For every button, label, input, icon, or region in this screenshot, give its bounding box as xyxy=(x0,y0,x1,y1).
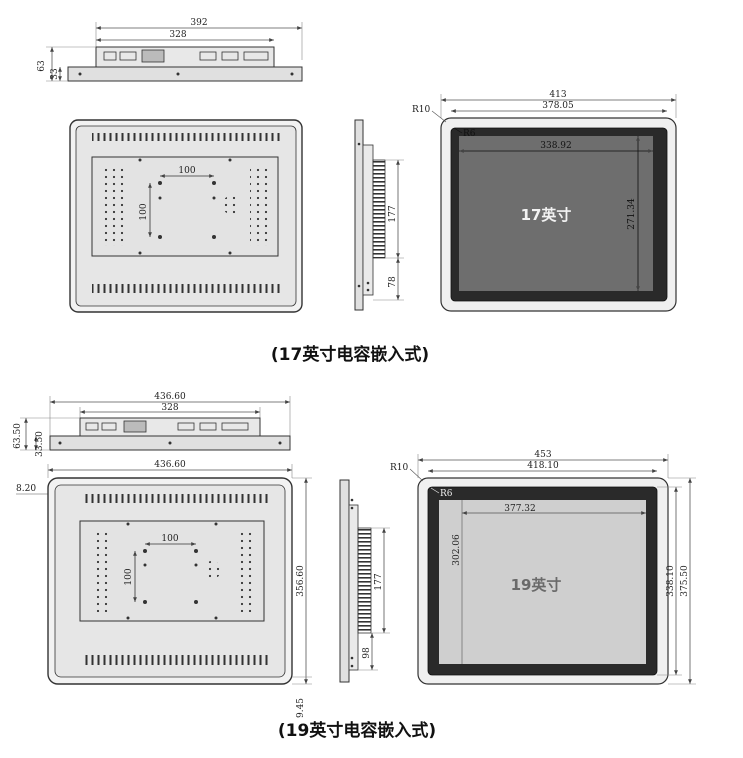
front-19-screen-width: 377.32 xyxy=(504,504,536,514)
front-19-radius-inner: R6 xyxy=(440,489,453,499)
front-view-19: 453 418.10 377.32 302.06 19英寸 338.10 375… xyxy=(390,450,696,685)
front-17-label: 17英寸 xyxy=(521,206,572,224)
back-17-mount-v: 100 xyxy=(139,203,149,220)
side-view-19: 177 98 xyxy=(339,479,390,683)
front-19-label: 19英寸 xyxy=(511,576,562,594)
top-19-height-body: 33.50 xyxy=(35,431,45,457)
top-17-height-body: 33 xyxy=(50,68,60,80)
top-19-overall-width: 436.60 xyxy=(154,392,186,402)
caption-17: (17英寸电容嵌入式) xyxy=(271,344,429,365)
top-17-overall-width: 392 xyxy=(190,18,207,28)
caption-19: (19英寸电容嵌入式) xyxy=(278,720,436,741)
front-19-radius-outer: R10 xyxy=(390,463,409,473)
front-17-screen-width: 338.92 xyxy=(540,141,572,151)
back-19-height: 356.60 xyxy=(296,565,306,597)
front-19-overall-height: 375.50 xyxy=(680,565,690,597)
front-19-bezel-height: 338.10 xyxy=(666,565,676,597)
top-17-bracket-width: 328 xyxy=(169,30,186,40)
side-19-height-a: 177 xyxy=(374,573,384,590)
top-19-height-total: 63.50 xyxy=(13,423,23,449)
back-19-overall-width: 436.60 xyxy=(154,460,186,470)
side-view-17: 177 78 xyxy=(354,119,404,311)
front-17-overall-width: 413 xyxy=(549,90,566,100)
front-17-radius-outer: R10 xyxy=(412,105,431,115)
side-17-height-a: 177 xyxy=(388,205,398,222)
front-19-bezel-width: 418.10 xyxy=(527,461,559,471)
back-view-17: 100 100 xyxy=(69,119,303,313)
top-17-height-total: 63 xyxy=(37,60,47,72)
front-view-17: 413 378.05 338.92 271.34 17英寸 R10 R6 xyxy=(412,90,677,312)
back-19-mount-v: 100 xyxy=(124,568,134,585)
top-view-19: 436.60 328 63.50 33.50 xyxy=(13,392,291,457)
side-17-height-b: 78 xyxy=(388,276,398,288)
top-view-17: 392 328 63 33 xyxy=(37,18,303,82)
top-19-bracket-width: 328 xyxy=(161,403,178,413)
back-19-mount-h: 100 xyxy=(161,534,178,544)
front-17-screen-height: 271.34 xyxy=(627,198,637,230)
back-17-mount-h: 100 xyxy=(178,166,195,176)
front-19-overall-width: 453 xyxy=(534,450,551,460)
side-19-height-b: 98 xyxy=(362,647,372,659)
back-19-side-margin: 8.20 xyxy=(16,484,36,494)
front-17-radius-inner: R6 xyxy=(463,129,476,139)
front-17-bezel-width: 378.05 xyxy=(542,101,574,111)
front-19-screen-height: 302.06 xyxy=(452,534,462,566)
back-view-19: 436.60 8.20 100 100 356.60 9.45 xyxy=(16,460,312,718)
back-19-bottom-margin: 9.45 xyxy=(296,698,306,718)
